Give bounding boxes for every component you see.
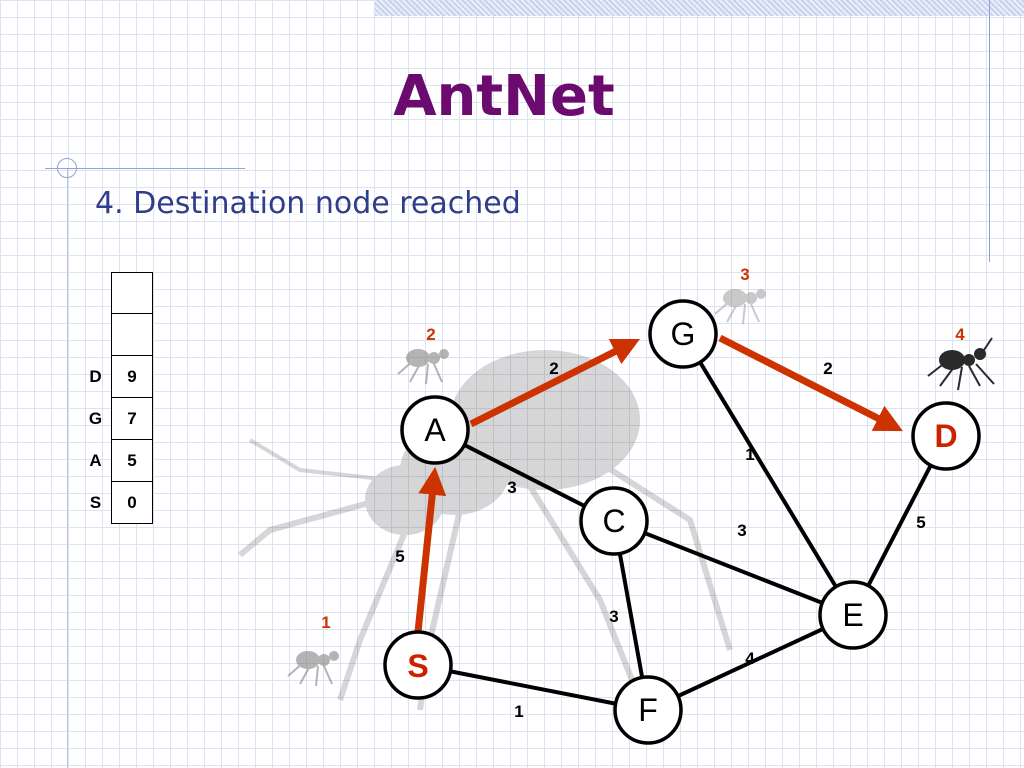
ant-icon: [714, 289, 766, 325]
node-f: F: [613, 675, 683, 745]
ant-memory-stack: D 9 G 7 A 5 S 0: [80, 272, 153, 524]
stack-row-value: 7: [111, 398, 153, 440]
node-s-label: S: [407, 648, 428, 684]
node-a: A: [400, 395, 470, 465]
weight-d-e: 5: [916, 513, 925, 532]
stack-row: [80, 272, 153, 314]
edge-weights: 5 2 2 3 1 3 5 3 1 4: [395, 359, 925, 721]
step-2-label: 2: [426, 325, 435, 344]
edge-g-e: [681, 332, 855, 617]
weight-f-e: 4: [745, 649, 755, 668]
slide-title: AntNet: [393, 64, 615, 129]
right-divider-line: [989, 0, 990, 262]
weight-c-f: 3: [609, 607, 618, 626]
top-decorative-band: [375, 0, 1024, 16]
weight-g-e: 1: [745, 445, 754, 464]
stack-row-label: G: [88, 409, 103, 428]
stack-row-value: [111, 272, 153, 314]
slide-subtitle: 4. Destination node reached: [95, 186, 521, 221]
stack-row-label: A: [89, 451, 102, 470]
stack-row: A 5: [80, 440, 153, 482]
weight-c-e: 3: [737, 521, 746, 540]
edge-s-f: [417, 663, 649, 712]
weight-a-g: 2: [549, 359, 558, 378]
stack-row: S 0: [80, 482, 153, 524]
weight-a-c: 3: [507, 478, 516, 497]
ant-icon: [927, 337, 995, 391]
node-c-label: C: [602, 503, 625, 539]
bullet-line: [45, 168, 245, 169]
step-labels: 1 2 3 4: [321, 265, 965, 632]
path-arrow-g-d: [718, 334, 903, 432]
stack-row-value: 5: [111, 440, 153, 482]
ant-icon: [397, 349, 449, 385]
ant-icon: [287, 651, 339, 687]
weight-s-f: 1: [514, 702, 523, 721]
node-g: G: [648, 299, 718, 369]
stack-row: G 7: [80, 398, 153, 440]
node-f-label: F: [638, 692, 658, 728]
stack-row: D 9: [80, 356, 153, 398]
stack-row-value: [111, 314, 153, 356]
stack-row: [80, 314, 153, 356]
stack-row-value: 0: [111, 482, 153, 524]
node-d-label: D: [934, 418, 957, 454]
weight-s-a: 5: [395, 547, 404, 566]
node-e: E: [818, 580, 888, 650]
left-divider-line: [67, 168, 68, 768]
stack-row-label: S: [89, 493, 102, 512]
node-g-label: G: [671, 316, 696, 352]
ant-path: [414, 334, 903, 633]
stack-row-value: 9: [111, 356, 153, 398]
step-3-label: 3: [740, 265, 749, 284]
step-4-label: 4: [955, 325, 965, 344]
node-a-label: A: [424, 412, 446, 448]
edge-c-e: [613, 519, 854, 617]
node-s: S: [383, 630, 453, 700]
step-1-label: 1: [321, 613, 330, 632]
node-e-label: E: [842, 597, 863, 633]
stack-row-label: D: [89, 367, 102, 386]
path-arrow-a-g: [469, 338, 641, 428]
edge-f-e: [647, 613, 854, 712]
node-c: C: [579, 486, 649, 556]
graph-nodes: A G D C E S F: [383, 299, 981, 745]
weight-g-d: 2: [823, 359, 832, 378]
path-arrow-s-a: [414, 466, 447, 633]
node-d: D: [911, 401, 981, 471]
bullet-circle-icon: [57, 158, 77, 178]
